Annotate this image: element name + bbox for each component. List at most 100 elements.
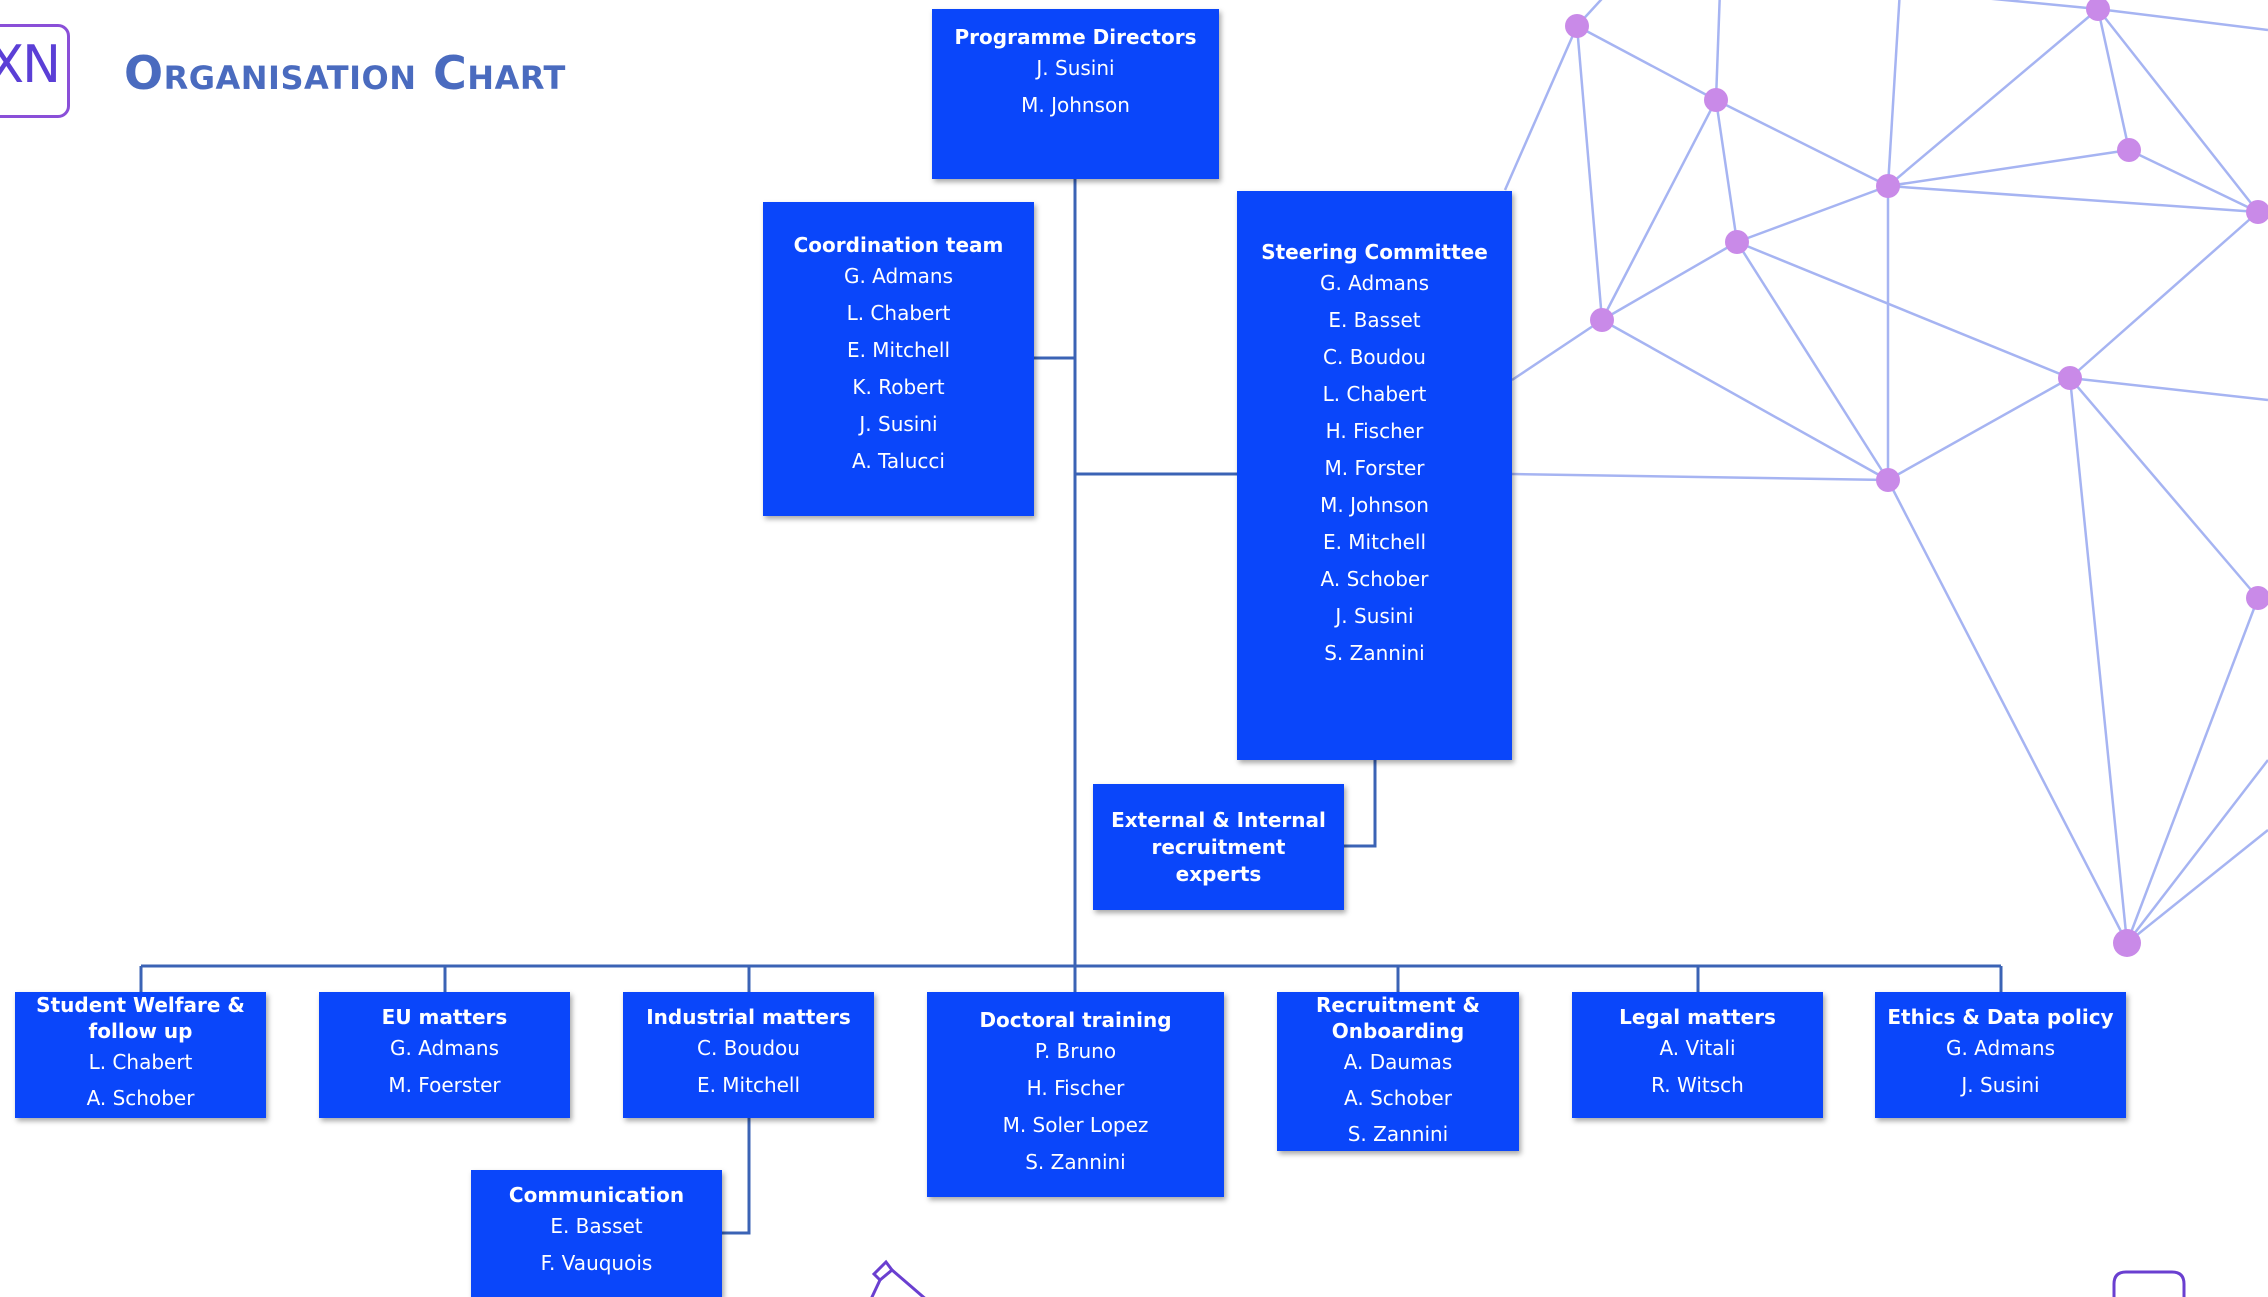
network-edge (2126, 759, 2268, 944)
member-name: M. Johnson (1320, 493, 1429, 517)
member-name: M. Foerster (388, 1073, 501, 1097)
network-node (2113, 929, 2141, 957)
member-name: A. Schober (1344, 1086, 1452, 1110)
box-title: Programme Directors (954, 25, 1197, 49)
member-name: L. Chabert (846, 301, 951, 325)
network-edge (2069, 376, 2268, 402)
corner-frame-icon (2112, 1270, 2186, 1297)
member-name: E. Basset (1328, 308, 1421, 332)
box-title: Recruitment & Onboarding (1316, 993, 1480, 1043)
network-edge (2069, 377, 2259, 599)
member-name: P. Bruno (1034, 1039, 1117, 1063)
network-edge (1735, 241, 1890, 481)
page-title: Organisation Chart (124, 46, 566, 100)
member-name: E. Mitchell (846, 338, 951, 362)
network-edge (1887, 8, 2099, 187)
network-edge (1887, 148, 2130, 188)
member-name: E. Basset (550, 1214, 643, 1238)
network-edge (2125, 597, 2260, 944)
member-list: L. Chabert A. Schober (87, 1044, 195, 1116)
network-edge (1601, 240, 1738, 322)
member-name: E. Mitchell (1322, 530, 1427, 554)
member-name: S. Zannini (1025, 1150, 1126, 1174)
network-edge (2068, 377, 2129, 944)
network-edge (1736, 240, 2071, 380)
member-name: A. Daumas (1343, 1050, 1453, 1074)
network-node (2086, 0, 2110, 21)
member-name: G. Admans (1945, 1036, 2056, 1060)
member-name: A. Schober (86, 1086, 195, 1110)
network-node (2058, 366, 2082, 390)
ethics-data-policy-box: Ethics & Data policy G. Admans J. Susini (1875, 992, 2126, 1118)
network-edge (1511, 472, 1889, 482)
member-name: J. Susini (1961, 1073, 2040, 1097)
recruitment-onboarding-box: Recruitment & Onboarding A. Daumas A. Sch… (1277, 992, 1519, 1151)
network-edge (2069, 211, 2259, 379)
network-edge (2128, 148, 2259, 214)
network-edge (2126, 829, 2268, 944)
pencil-icon (870, 1259, 926, 1297)
member-name: L. Chabert (1322, 382, 1427, 406)
member-name: M. Soler Lopez (1002, 1113, 1149, 1137)
member-name: A. Vitali (1659, 1036, 1736, 1060)
recruitment-experts-box: External & Internal recruitment experts (1093, 784, 1344, 910)
network-node (1876, 174, 1900, 198)
network-node (2246, 586, 2268, 610)
member-name: M. Johnson (1021, 93, 1130, 117)
network-node (1590, 308, 1614, 332)
network-edge (1886, 479, 2129, 944)
box-title: Legal matters (1619, 1005, 1776, 1029)
member-name: H. Fischer (1325, 419, 1424, 443)
member-name: J. Susini (859, 412, 938, 436)
member-name: G. Admans (389, 1036, 500, 1060)
box-title: Communication (508, 1183, 685, 1207)
network-edge (1736, 184, 1889, 244)
network-edge (2097, 7, 2268, 32)
network-edge (2097, 8, 2259, 213)
network-edge (1886, 0, 1901, 187)
member-name: G. Admans (1319, 271, 1430, 295)
box-title: Student Welfare & follow up (36, 993, 245, 1043)
member-name: A. Schober (1320, 567, 1429, 591)
network-node (1725, 230, 1749, 254)
network-node (1704, 88, 1728, 112)
member-name: K. Robert (852, 375, 945, 399)
box-title: Industrial matters (646, 1005, 851, 1029)
network-edge (1887, 376, 2071, 482)
network-edge (1601, 318, 1889, 482)
box-title: Doctoral training (979, 1008, 1172, 1032)
box-title: External & Internal recruitment experts (1111, 807, 1326, 886)
network-node (2246, 200, 2268, 224)
box-title: Ethics & Data policy (1887, 1005, 2114, 1029)
network-edge (1715, 98, 1889, 188)
member-list: G. Admans M. Foerster (388, 1030, 500, 1104)
network-node (2117, 138, 2141, 162)
member-name: E. Mitchell (696, 1073, 801, 1097)
member-name: L. Chabert (88, 1050, 193, 1074)
network-node (1876, 468, 1900, 492)
network-edge (1714, 0, 1721, 101)
network-edge (1600, 99, 1718, 321)
member-list: A. Vitali R. Witsch (1651, 1030, 1744, 1104)
member-name: A. Talucci (851, 449, 945, 473)
network-node (1565, 14, 1589, 38)
member-name: J. Susini (1335, 604, 1414, 628)
member-name: R. Witsch (1651, 1073, 1744, 1097)
box-title: Coordination team (793, 233, 1004, 257)
box-title: Steering Committee (1261, 240, 1488, 264)
network-edge (1575, 25, 1604, 321)
legal-matters-box: Legal matters A. Vitali R. Witsch (1572, 992, 1823, 1118)
